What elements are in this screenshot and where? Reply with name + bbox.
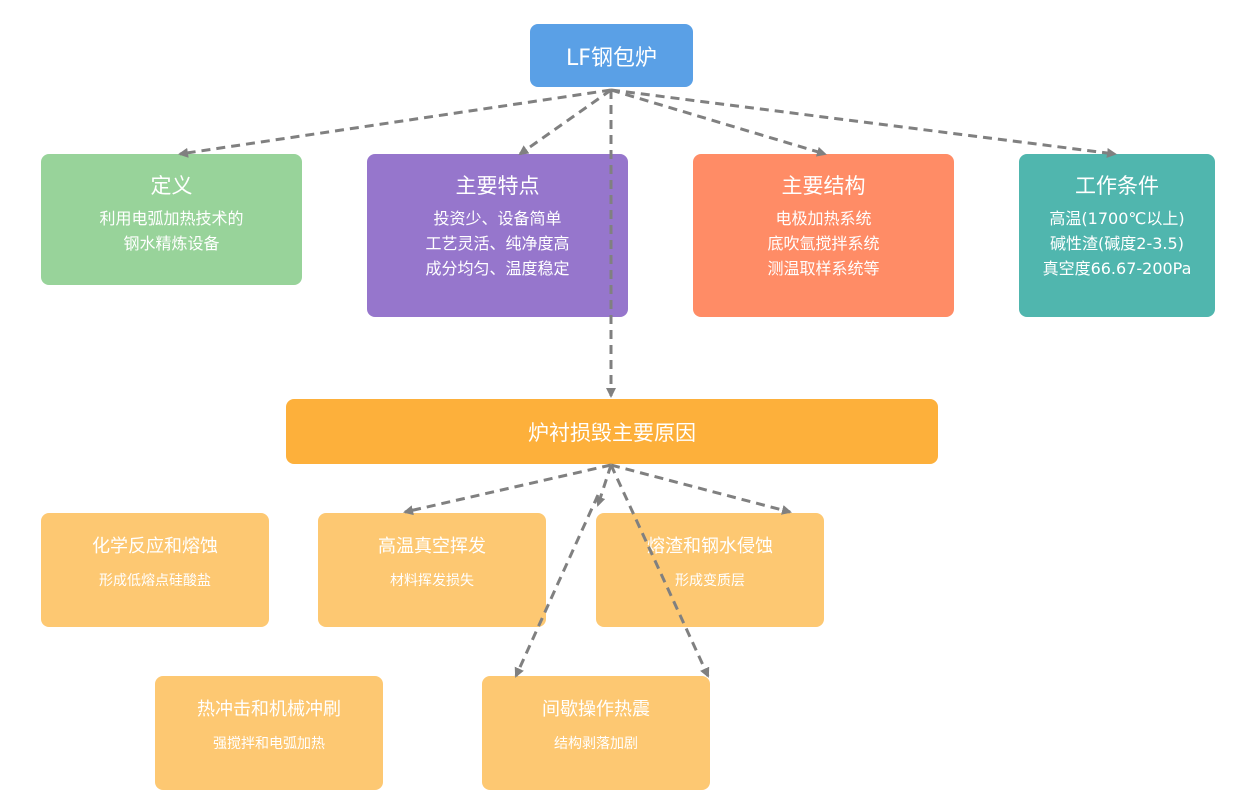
cause-title-3: 熔渣和钢水侵蚀 [647,536,773,557]
features-line-2: 工艺灵活、纯净度高 [425,234,570,253]
cause-title-5: 间歇操作热震 [542,699,650,720]
edge-damage-cause-3 [610,463,792,515]
conditions-line-3: 真空度66.67-200Pa [1042,259,1192,278]
cause-node-2: 高温真空挥发 材料挥发损失 [318,513,546,627]
structure-line-2: 底吹氩搅拌系统 [767,234,880,253]
cause-title-4: 热冲击和机械冲刷 [197,699,341,720]
definition-line-2: 钢水精炼设备 [123,234,220,253]
lining-damage-node: 炉衬损毁主要原因 [286,399,938,464]
definition-node: 定义 利用电弧加热技术的 钢水精炼设备 [41,154,302,285]
edge-root-structure [610,88,827,157]
cause-subtitle-3: 形成变质层 [675,573,745,589]
edge-damage-cause-2 [403,463,612,516]
features-line-3: 成分均匀、温度稳定 [425,259,570,278]
cause-subtitle-1: 形成低熔点硅酸盐 [99,573,211,589]
cause-node-4: 热冲击和机械冲刷 强搅拌和电弧加热 [155,676,383,790]
features-node: 主要特点 投资少、设备简单 工艺灵活、纯净度高 成分均匀、温度稳定 [367,154,628,317]
structure-title: 主要结构 [781,174,866,198]
conditions-line-1: 高温(1700℃以上) [1049,209,1185,228]
edge-root-conditions [610,88,1117,158]
conditions-line-2: 碱性渣(碱度2-3.5) [1050,234,1184,253]
features-title: 主要特点 [455,174,540,198]
definition-line-1: 利用电弧加热技术的 [99,209,244,228]
conditions-title: 工作条件 [1075,174,1159,198]
cause-title-2: 高温真空挥发 [378,536,486,557]
edge-root-definition [178,88,612,158]
structure-node: 主要结构 电极加热系统 底吹氩搅拌系统 测温取样系统等 [693,154,954,317]
cause-subtitle-2: 材料挥发损失 [390,573,474,589]
lining-damage-title: 炉衬损毁主要原因 [528,420,696,445]
cause-node-1: 化学反应和熔蚀 形成低熔点硅酸盐 [41,513,269,627]
root-title: LF钢包炉 [566,45,657,71]
edge-root-features [518,88,612,156]
structure-line-1: 电极加热系统 [775,209,872,228]
cause-node-3: 熔渣和钢水侵蚀 形成变质层 [596,513,824,627]
structure-line-3: 测温取样系统等 [767,259,880,278]
cause-node-5: 间歇操作热震 结构剥落加剧 [482,676,710,790]
cause-subtitle-4: 强搅拌和电弧加热 [213,736,325,752]
cause-title-1: 化学反应和熔蚀 [92,536,218,557]
cause-subtitle-5: 结构剥落加剧 [554,736,638,752]
conditions-node: 工作条件 高温(1700℃以上) 碱性渣(碱度2-3.5) 真空度66.67-2… [1019,154,1215,317]
edge-damage-cause-4-a [595,464,613,507]
features-line-1: 投资少、设备简单 [433,209,562,228]
definition-title: 定义 [150,174,193,198]
root-node: LF钢包炉 [530,24,693,87]
